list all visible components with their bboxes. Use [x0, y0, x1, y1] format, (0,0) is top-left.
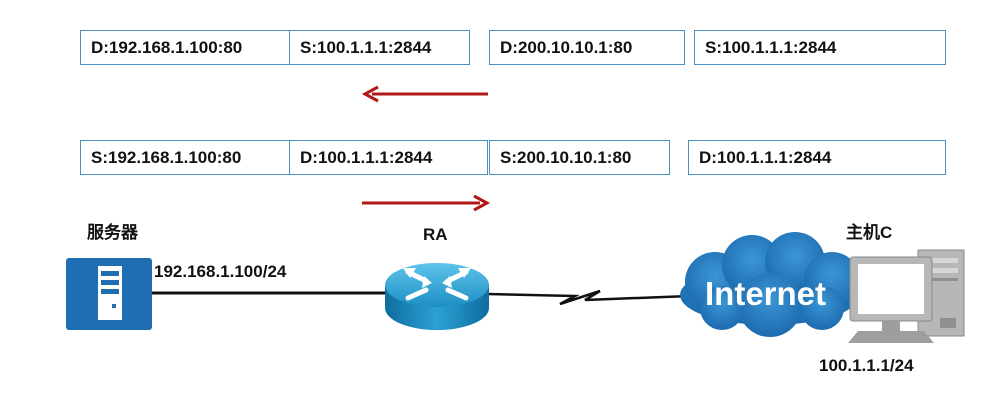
return-left-dst-text: D:192.168.1.100:80 [91, 37, 243, 57]
return-right-src-text: S:100.1.1.1:2844 [705, 37, 837, 57]
forward-left-dst-text: D:100.1.1.1:2844 [300, 147, 433, 167]
return-left-dst-box: D:192.168.1.100:80 [80, 30, 290, 65]
router-label: RA [423, 225, 448, 244]
router-icon [385, 263, 489, 330]
cloud-icon [680, 232, 860, 337]
server-ip-label: 192.168.1.100/24 [154, 262, 287, 281]
return-right-src-box: S:100.1.1.1:2844 [694, 30, 946, 65]
return-right-dst-box: D:200.10.10.1:80 [489, 30, 685, 65]
router-internet-link [487, 289, 691, 306]
host-ip-label: 100.1.1.1/24 [819, 356, 914, 375]
return-left-src-text: S:100.1.1.1:2844 [300, 37, 432, 57]
internet-label: Internet [705, 275, 827, 312]
return-left-src-box: S:100.1.1.1:2844 [289, 30, 470, 65]
server-icon [66, 258, 152, 330]
forward-right-src-text: S:200.10.10.1:80 [500, 147, 632, 167]
desktop-computer-icon [848, 249, 965, 343]
forward-right-dst-box: D:100.1.1.1:2844 [688, 140, 946, 175]
forward-left-src-box: S:192.168.1.100:80 [80, 140, 290, 175]
forward-left-src-text: S:192.168.1.100:80 [91, 147, 242, 167]
host-label: 主机C [846, 223, 893, 242]
return-direction-arrow [361, 85, 488, 103]
forward-direction-arrow [362, 194, 491, 212]
server-label: 服务器 [87, 223, 138, 242]
forward-left-dst-box: D:100.1.1.1:2844 [289, 140, 488, 175]
forward-right-src-box: S:200.10.10.1:80 [489, 140, 670, 175]
return-right-dst-text: D:200.10.10.1:80 [500, 37, 633, 57]
forward-right-dst-text: D:100.1.1.1:2844 [699, 147, 832, 167]
